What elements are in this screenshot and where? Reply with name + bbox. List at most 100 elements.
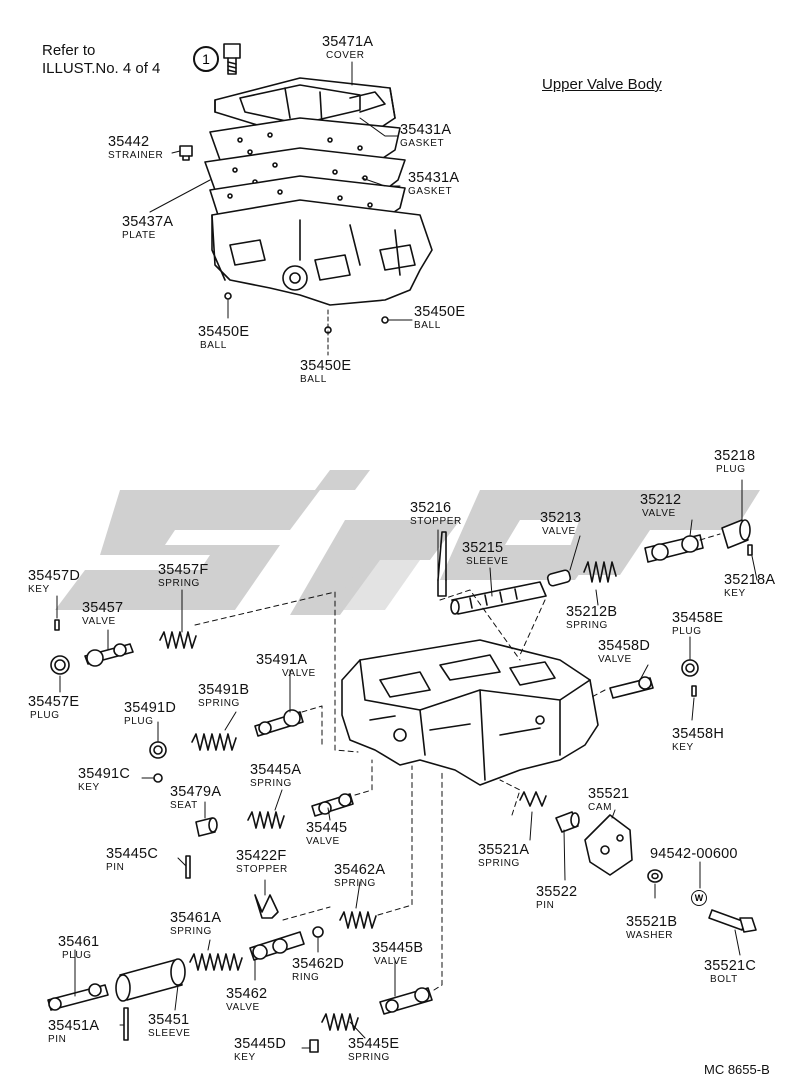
pin-35445C-drawing: [185, 855, 191, 879]
label-35479A-name: SEAT: [170, 800, 198, 811]
label-35445E-num: 35445E: [348, 1036, 400, 1052]
label-35457E-num: 35457E: [28, 694, 80, 710]
label-35457-name: VALVE: [82, 616, 116, 627]
stopper-35422F-drawing: [254, 894, 279, 919]
key-35457D-drawing: [54, 619, 60, 631]
label-35215-num: 35215: [462, 540, 504, 556]
label-35491D-num: 35491D: [124, 700, 176, 716]
label-35445B-name: VALVE: [374, 956, 408, 967]
label-35216-name: STOPPER: [410, 516, 462, 527]
label-35422F-name: STOPPER: [236, 864, 288, 875]
label-35218A-num: 35218A: [724, 572, 776, 588]
label-35445-name: VALVE: [306, 836, 340, 847]
valve-35462-drawing: [249, 931, 305, 961]
label-35522-name: PIN: [536, 900, 555, 911]
label-35445C-num: 35445C: [106, 846, 158, 862]
label-35491C-num: 35491C: [78, 766, 130, 782]
key-35458H-drawing: [691, 685, 697, 697]
label-35422F-num: 35422F: [236, 848, 287, 864]
label-35521-num: 35521: [588, 786, 630, 802]
label-35213-name: VALVE: [542, 526, 576, 537]
label-35450E-3-name: BALL: [414, 320, 441, 331]
plug-35457E-drawing: [50, 655, 70, 675]
label-35445D-num: 35445D: [234, 1036, 286, 1052]
label-35471A-name: COVER: [326, 50, 365, 61]
valve-35491A-drawing: [254, 709, 304, 737]
label-35521-name: CAM: [588, 802, 613, 813]
label-35445-num: 35445: [306, 820, 348, 836]
valve-35457-drawing: [84, 643, 134, 667]
reference-line-1: Refer to: [42, 42, 96, 59]
label-35431A-2-num: 35431A: [408, 170, 460, 186]
spring-35462A-drawing: [339, 911, 377, 929]
valve-35445B-drawing: [379, 987, 433, 1015]
pin-35451A-drawing: [123, 1007, 129, 1041]
spring-35461A-drawing: [189, 953, 243, 971]
bolt-icon: [223, 43, 241, 75]
label-35442-num: 35442: [108, 134, 150, 150]
washer-symbol-icon: W: [691, 890, 707, 906]
lower-valve-body-drawing: [341, 639, 599, 786]
label-35491B-num: 35491B: [198, 682, 250, 698]
plug-35461-drawing: [47, 983, 109, 1011]
label-35212B-name: SPRING: [566, 620, 608, 631]
watermark-logo: [55, 470, 760, 615]
label-35457-num: 35457: [82, 600, 124, 616]
spring-35445A-drawing: [247, 811, 285, 829]
label-35451A-num: 35451A: [48, 1018, 100, 1034]
plug-35491D-drawing: [149, 741, 167, 759]
label-35215-name: SLEEVE: [466, 556, 509, 567]
label-35457F-num: 35457F: [158, 562, 209, 578]
label-35458D-name: VALVE: [598, 654, 632, 665]
cam-35521-drawing: [584, 814, 633, 876]
spring-35212B-drawing: [583, 561, 617, 583]
reference-line-2: ILLUST.No. 4 of 4: [42, 60, 161, 77]
label-35451-name: SLEEVE: [148, 1028, 191, 1039]
label-35218-num: 35218: [714, 448, 756, 464]
label-35431A-1-num: 35431A: [400, 122, 452, 138]
label-35218-name: PLUG: [716, 464, 746, 475]
label-35462D-num: 35462D: [292, 956, 344, 972]
spring-35457F-drawing: [159, 631, 197, 649]
label-35450E-2-num: 35450E: [300, 358, 352, 374]
valve-35458D-drawing: [609, 676, 654, 699]
label-35521B-name: WASHER: [626, 930, 674, 941]
label-35431A-1-name: GASKET: [400, 138, 445, 149]
label-35445A-name: SPRING: [250, 778, 292, 789]
label-35521A-name: SPRING: [478, 858, 520, 869]
label-35462-name: VALVE: [226, 1002, 260, 1013]
label-35445A-num: 35445A: [250, 762, 302, 778]
label-35445B-num: 35445B: [372, 940, 424, 956]
page-title: Upper Valve Body: [542, 76, 662, 93]
valve-35213-drawing: [546, 569, 572, 587]
strainer-drawing: [179, 145, 193, 161]
label-35218A-name: KEY: [724, 588, 746, 599]
figure-code: MC 8655-B: [704, 1062, 770, 1077]
label-35451A-name: PIN: [48, 1034, 67, 1045]
label-35462-num: 35462: [226, 986, 268, 1002]
label-35431A-2-name: GASKET: [408, 186, 453, 197]
label-35445C-name: PIN: [106, 862, 125, 873]
label-35461A-name: SPRING: [170, 926, 212, 937]
valve-35445-drawing: [311, 793, 354, 817]
label-35458E-name: PLUG: [672, 626, 702, 637]
label-35458E-num: 35458E: [672, 610, 724, 626]
label-35479A-num: 35479A: [170, 784, 222, 800]
bolt-35521C-drawing: [708, 909, 757, 933]
label-35457F-name: SPRING: [158, 578, 200, 589]
label-35450E-3-num: 35450E: [414, 304, 466, 320]
spring-35445E-drawing: [321, 1013, 359, 1031]
label-35212-name: VALVE: [642, 508, 676, 519]
reference-circle-badge: 1: [193, 46, 219, 72]
washer-35521B-drawing: [647, 869, 663, 883]
label-35450E-2-name: BALL: [300, 374, 327, 385]
label-35213-num: 35213: [540, 510, 582, 526]
seat-35479A-drawing: [195, 817, 218, 837]
label-35445D-name: KEY: [234, 1052, 256, 1063]
label-35457D-num: 35457D: [28, 568, 80, 584]
label-35491A-name: VALVE: [282, 668, 316, 679]
label-35461-name: PLUG: [62, 950, 92, 961]
ball-3-icon: [381, 316, 389, 324]
ball-1-icon: [224, 292, 232, 300]
